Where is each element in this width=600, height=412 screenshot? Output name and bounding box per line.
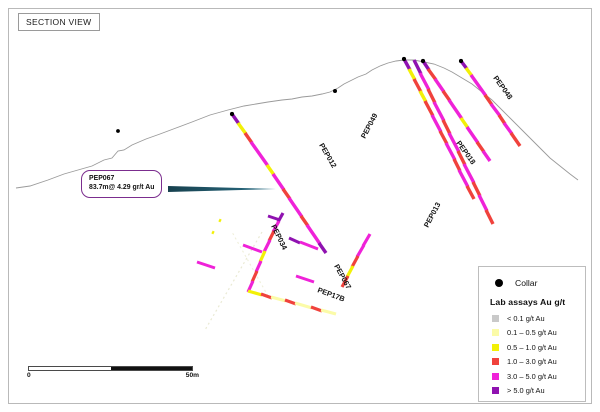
drillhole-callout[interactable]: PEP067 83.7m@ 4.29 gr/t Au: [81, 170, 163, 199]
legend-row-2: 0.5 – 1.0 g/t Au: [489, 343, 585, 352]
title-box: SECTION VIEW: [18, 13, 101, 31]
legend-row-4: 3.0 – 5.0 g/t Au: [489, 372, 585, 381]
hole-label-pep048: PEP048: [491, 74, 514, 101]
legend-row-5: > 5.0 g/t Au: [489, 386, 585, 395]
legend-label-2: 0.5 – 1.0 g/t Au: [507, 342, 557, 352]
legend-swatch-5: [492, 386, 499, 394]
title-label: SECTION VIEW: [26, 17, 92, 27]
legend-label-3: 1.0 – 3.0 g/t Au: [507, 357, 557, 367]
legend-row-0: < 0.1 g/t Au: [489, 314, 585, 323]
legend-row-1: 0.1 – 0.5 g/t Au: [489, 328, 585, 337]
legend-label-1: 0.1 – 0.5 g/t Au: [507, 328, 557, 338]
drill-trace-pep17b[interactable]: PEP17B: [247, 285, 346, 316]
legend-row-3: 1.0 – 3.0 g/t Au: [489, 357, 585, 366]
legend-swatch-2: [492, 343, 499, 351]
legend-label-4: 3.0 – 5.0 g/t Au: [507, 371, 557, 381]
legend-heading: Lab assays Au g/t: [490, 297, 566, 307]
hole-label-pep17b: PEP17B: [316, 285, 346, 303]
drill-trace-pep048[interactable]: PEP048: [458, 58, 522, 147]
scale-max-label: 50m: [185, 372, 199, 379]
callout-hole-id: PEP067: [89, 175, 115, 182]
scale-bar-graphic: [28, 366, 193, 371]
collar-markers: [116, 57, 463, 133]
hole-label-pep012: PEP012: [317, 142, 338, 170]
hole-label-pep049: PEP049: [359, 112, 380, 140]
legend-label-0: < 0.1 g/t Au: [507, 314, 545, 323]
legend-label-5: > 5.0 g/t Au: [507, 385, 545, 395]
drill-trace-pep067[interactable]: PEP067: [332, 233, 372, 291]
projected-traces: [204, 231, 269, 331]
hole-label-pep013: PEP013: [422, 201, 443, 229]
drill-trace-pep034[interactable]: PEP034: [246, 212, 290, 293]
drill-trace-pep012[interactable]: PEP012: [229, 111, 339, 254]
callout-leader-line: [168, 186, 276, 192]
scale-labels: 0 50m: [27, 371, 199, 382]
legend-panel: Collar Lab assays Au g/t < 0.1 g/t Au 0.…: [478, 266, 586, 402]
legend-swatch-0: [492, 315, 499, 322]
callout-intercept: 83.7m@ 4.29 gr/t Au: [89, 183, 155, 191]
legend-swatch-3: [492, 358, 499, 366]
scale-segment-white: [29, 367, 111, 370]
drill-trace-pep049[interactable]: PEP049: [359, 56, 476, 200]
scale-segment-black: [110, 367, 192, 370]
legend-collar-label: Collar: [515, 278, 538, 288]
assay-fragments: [196, 214, 319, 284]
legend-swatch-1: [492, 329, 499, 337]
collar-icon: [495, 279, 503, 287]
scale-bar: 0 50m: [27, 366, 199, 382]
topography-line: [15, 59, 579, 189]
legend-collar-row: Collar: [495, 278, 585, 288]
legend-swatch-4: [492, 372, 499, 380]
scale-min-label: 0: [27, 372, 31, 379]
drill-trace-pep013[interactable]: PEP013: [412, 59, 495, 229]
